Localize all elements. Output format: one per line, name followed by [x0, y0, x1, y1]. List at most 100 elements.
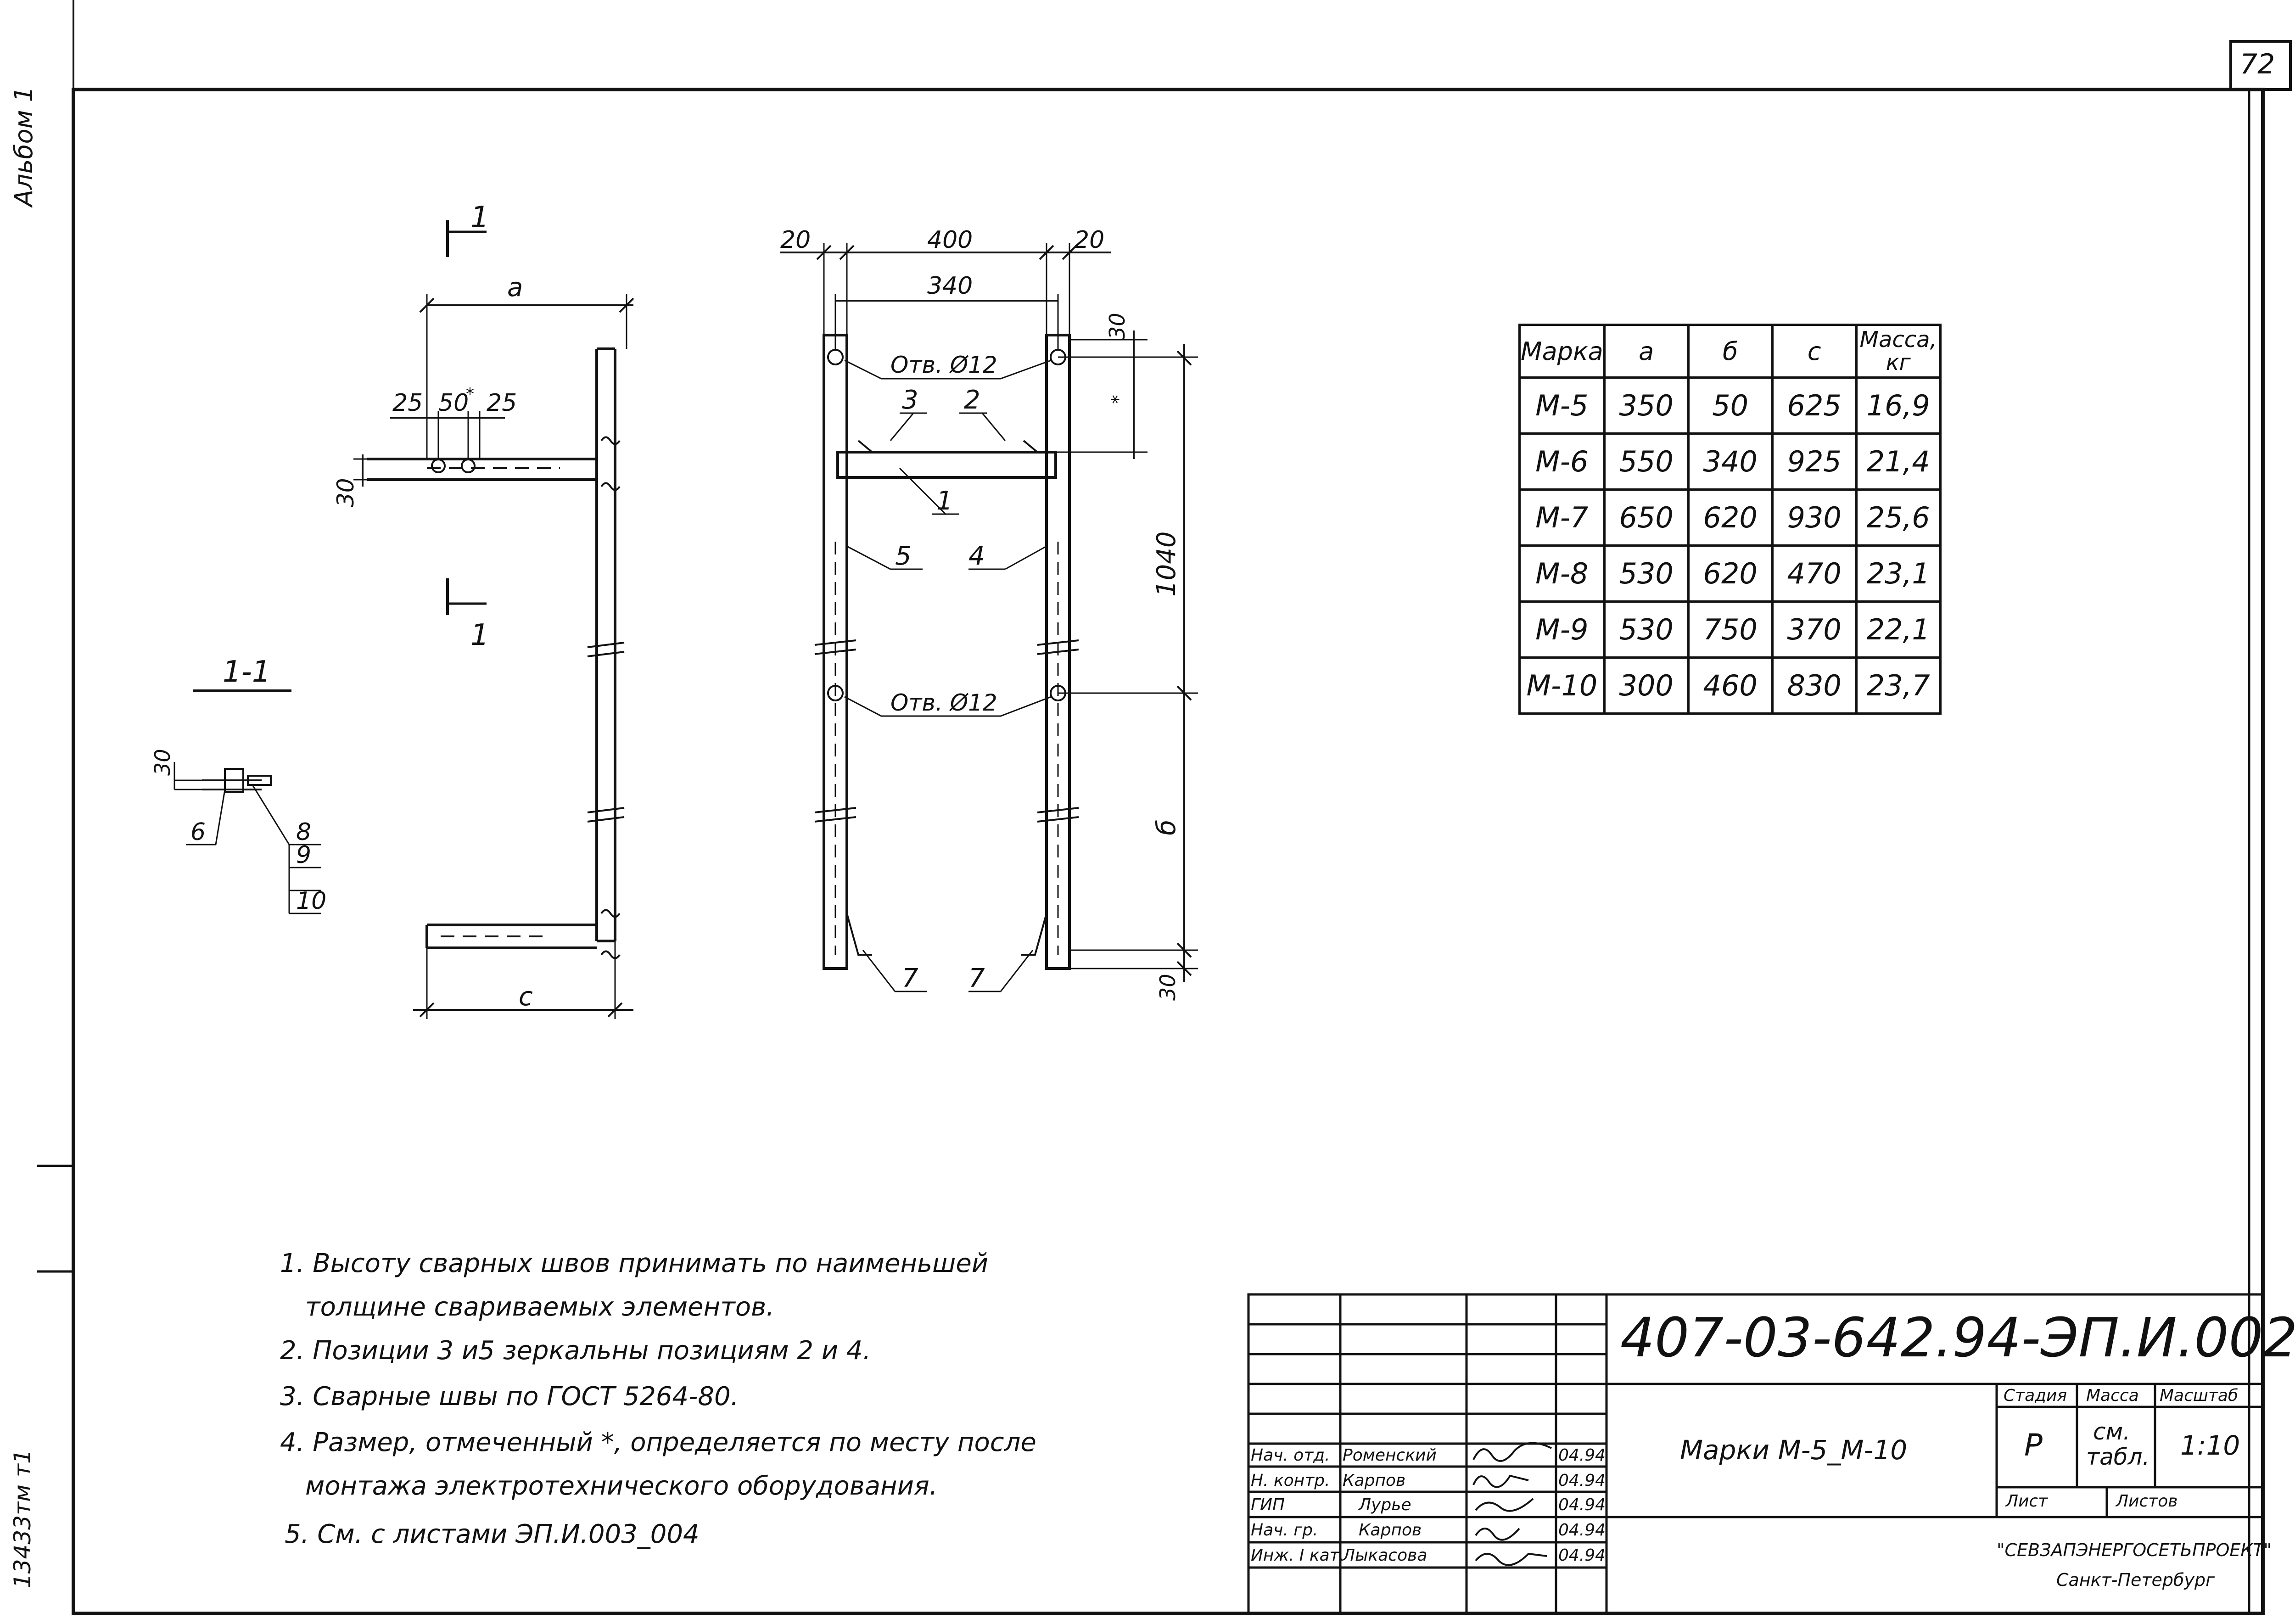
- sig-name-5: Лыкасова: [1343, 1546, 1427, 1565]
- section-marker-top: 1: [470, 201, 489, 235]
- stage-value: Р: [2024, 1428, 2043, 1463]
- section-marker-bottom: 1: [470, 618, 489, 652]
- page-number-box: [2229, 40, 2292, 91]
- sig-name-2: Карпов: [1343, 1471, 1406, 1490]
- table-row: М-8 530 620 470 23,1: [1518, 544, 1942, 603]
- note-3: 3. Сварные швы по ГОСТ 5264-80.: [280, 1382, 739, 1411]
- note-1: 1. Высоту сварных швов принимать по наим…: [280, 1249, 989, 1278]
- dim-30-front-bottom: 30: [1155, 974, 1180, 1001]
- table-cell: М-10: [1518, 656, 1606, 715]
- header-mass-line1: Масса,: [1859, 327, 1937, 353]
- dim-30-side: 30: [332, 478, 359, 507]
- scale-header: Масштаб: [2160, 1386, 2239, 1405]
- pos-7-right: 7: [968, 963, 985, 993]
- front-view: [780, 243, 1198, 992]
- table-cell: 460: [1687, 656, 1774, 715]
- header-b: б: [1687, 324, 1774, 379]
- dim-20-right: 20: [1074, 226, 1104, 254]
- pos-3: 3: [902, 385, 918, 415]
- sig-date-1: 04.94: [1558, 1446, 1606, 1465]
- header-mass-line2: кг: [1886, 350, 1911, 375]
- side-view: [353, 220, 633, 1019]
- sheet-label: Лист: [2006, 1492, 2048, 1511]
- note-1-cont: толщине свариваемых элементов.: [305, 1292, 774, 1322]
- pos-1: 1: [936, 486, 953, 516]
- section-title: 1-1: [223, 655, 271, 689]
- dim-30-front-top: 30: [1105, 313, 1130, 340]
- pos-2: 2: [964, 385, 980, 415]
- sig-role-3: ГИП: [1251, 1495, 1285, 1514]
- hole-label-bottom: Отв. Ø12: [890, 689, 997, 716]
- sig-role-5: Инж. I кат.: [1251, 1546, 1345, 1565]
- spec-table-header: Марка а б с Масса, кг: [1518, 324, 1942, 379]
- table-cell: М-5: [1518, 376, 1606, 435]
- sig-name-1: Роменский: [1343, 1446, 1437, 1465]
- table-cell: 21,4: [1855, 432, 1942, 491]
- dim-1040: 1040: [1152, 531, 1181, 597]
- sig-name-3: Лурье: [1359, 1495, 1411, 1514]
- note-4-cont: монтажа электротехнического оборудования…: [305, 1471, 938, 1501]
- table-row: М-10 300 460 830 23,7: [1518, 656, 1942, 715]
- header-a: а: [1603, 324, 1690, 379]
- header-c: с: [1771, 324, 1858, 379]
- album-label: Альбом 1: [9, 86, 38, 207]
- table-cell: 370: [1771, 600, 1858, 659]
- table-cell: 530: [1603, 600, 1690, 659]
- sig-date-3: 04.94: [1558, 1495, 1606, 1514]
- pos-5: 5: [895, 541, 912, 571]
- sig-role-1: Нач. отд.: [1251, 1446, 1330, 1465]
- dim-b-label: б: [1152, 819, 1181, 835]
- table-cell: М-9: [1518, 600, 1606, 659]
- note-2: 2. Позиции 3 и5 зеркальны позициям 2 и 4…: [280, 1336, 871, 1366]
- dim-a-label: а: [507, 273, 523, 302]
- organization-name: "СЕВЗАПЭНЕРГОСЕТЬПРОЕКТ": [1997, 1540, 2272, 1560]
- sig-date-5: 04.94: [1558, 1546, 1606, 1565]
- sig-name-4: Карпов: [1359, 1521, 1422, 1540]
- sig-role-4: Нач. гр.: [1251, 1521, 1318, 1540]
- dim-25-left: 25: [392, 389, 423, 417]
- table-cell: М-6: [1518, 432, 1606, 491]
- spec-table: Марка а б с Масса, кг М-5 350 50 625 16,…: [1518, 324, 1942, 715]
- header-mass: Масса, кг: [1855, 324, 1942, 379]
- table-cell: 830: [1771, 656, 1858, 715]
- document-code: 407-03-642.94-ЭП.И.002: [1620, 1306, 2295, 1369]
- pos-8: 8: [296, 818, 311, 846]
- table-cell: 930: [1771, 488, 1858, 547]
- sheets-label: Листов: [2116, 1492, 2178, 1511]
- sig-role-2: Н. контр.: [1251, 1471, 1330, 1490]
- table-cell: 25,6: [1855, 488, 1942, 547]
- dim-c-label: с: [519, 982, 533, 1012]
- sig-date-4: 04.94: [1558, 1521, 1606, 1540]
- table-cell: М-8: [1518, 544, 1606, 603]
- table-cell: 625: [1771, 376, 1858, 435]
- note-4: 4. Размер, отмеченный *, определяется по…: [280, 1428, 1036, 1457]
- table-cell: 300: [1603, 656, 1690, 715]
- table-cell: 340: [1687, 432, 1774, 491]
- dim-25-right: 25: [487, 389, 517, 417]
- table-cell: 620: [1687, 544, 1774, 603]
- table-cell: 620: [1687, 488, 1774, 547]
- mass-value-line2: табл.: [2086, 1444, 2150, 1470]
- table-cell: 350: [1603, 376, 1690, 435]
- sheet-frame: [72, 88, 2265, 1615]
- table-row: М-9 530 750 370 22,1: [1518, 600, 1942, 659]
- table-row: М-5 350 50 625 16,9: [1518, 376, 1942, 435]
- pos-9: 9: [296, 841, 311, 869]
- hole-label-top: Отв. Ø12: [890, 352, 997, 378]
- table-cell: 750: [1687, 600, 1774, 659]
- table-cell: 925: [1771, 432, 1858, 491]
- table-cell: 650: [1603, 488, 1690, 547]
- table-cell: 22,1: [1855, 600, 1942, 659]
- dim-star: *: [466, 385, 474, 403]
- table-cell: 470: [1771, 544, 1858, 603]
- pos-4: 4: [968, 541, 985, 571]
- table-cell: М-7: [1518, 488, 1606, 547]
- table-cell: 23,1: [1855, 544, 1942, 603]
- table-cell: 530: [1603, 544, 1690, 603]
- header-mark: Марка: [1518, 324, 1606, 379]
- table-cell: 16,9: [1855, 376, 1942, 435]
- scale-value: 1:10: [2180, 1430, 2240, 1461]
- table-row: М-7 650 620 930 25,6: [1518, 488, 1942, 547]
- dim-30-section: 30: [150, 749, 175, 776]
